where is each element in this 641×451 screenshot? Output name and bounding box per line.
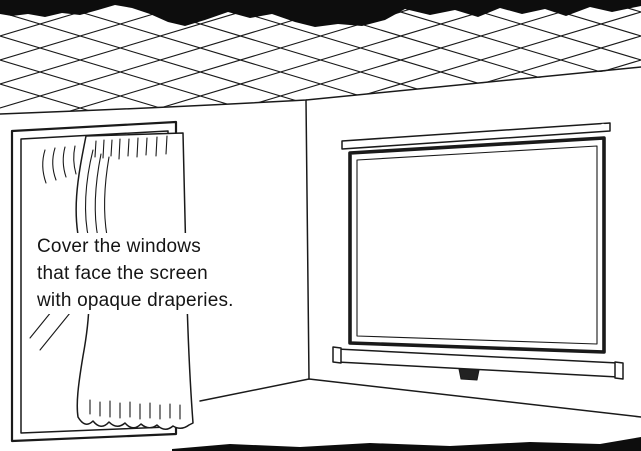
room-corner bbox=[0, 66, 641, 418]
screen-inner-border bbox=[356, 145, 598, 345]
screen-roller-endcap bbox=[599, 123, 607, 131]
floor-line-right bbox=[308, 378, 641, 418]
drapery-fold-lines bbox=[84, 149, 110, 241]
ceiling-wall-edge bbox=[0, 66, 641, 115]
torn-paper-edge-bottom bbox=[172, 437, 641, 451]
screen-bottom-left-endcap bbox=[332, 346, 342, 364]
torn-paper-edge-top bbox=[0, 0, 641, 27]
caption: Cover the windows that face the screen w… bbox=[34, 233, 237, 314]
screen-bottom-right-endcap bbox=[614, 361, 624, 380]
drapery-bottom-gathers bbox=[89, 399, 181, 420]
floor-line-left bbox=[199, 378, 310, 402]
caption-line-1: Cover the windows bbox=[34, 233, 204, 260]
projection-screen bbox=[332, 122, 624, 381]
caption-line-2: that face the screen bbox=[34, 260, 211, 287]
screen-sheet bbox=[348, 136, 606, 354]
caption-line-3: with opaque draperies. bbox=[34, 287, 237, 314]
screen-top-casing bbox=[341, 122, 611, 150]
drapery-top-gathers bbox=[94, 135, 168, 160]
corner-line bbox=[305, 99, 310, 380]
screen-pull-handle bbox=[458, 368, 480, 381]
